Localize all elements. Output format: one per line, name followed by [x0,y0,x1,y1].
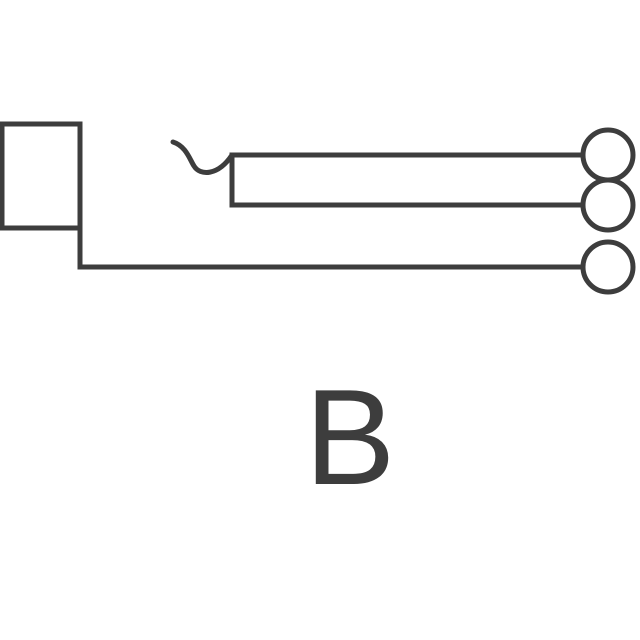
body-rectangle [0,121,83,231]
diagram-label: B [304,361,396,513]
wavy-lead [170,139,235,175]
pin-3-circle [580,239,636,295]
lead-body-to-pin-3 [77,228,583,270]
pin-2-circle [580,177,636,233]
pin-1-circle [580,127,636,183]
contact-loop [229,152,583,208]
